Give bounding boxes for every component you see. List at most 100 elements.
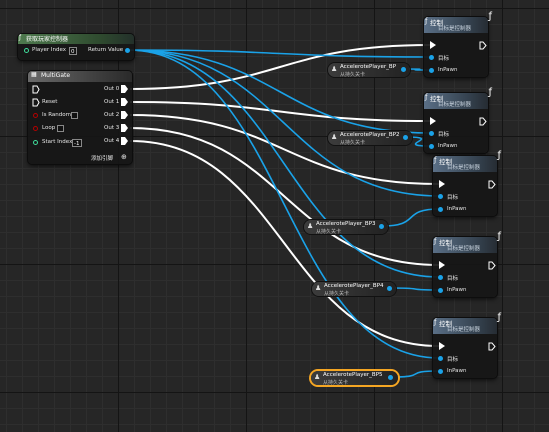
player-ref-node-4[interactable]: ♟ AccelerotePlayer_BP4 从持久关卡	[312, 282, 396, 297]
player-ref-label: AccelerotePlayer_BP2	[340, 132, 400, 138]
out-3-pin	[121, 124, 128, 132]
player-ref-node-2[interactable]: ♟ AccelerotePlayer_BP2 从持久关卡	[328, 131, 412, 146]
inpawn-pin[interactable]	[438, 288, 443, 293]
network-icon: ƒ	[497, 231, 501, 242]
player-ref-output-pin[interactable]	[401, 67, 406, 72]
is-random-checkbox[interactable]	[71, 112, 78, 119]
out-2-pin	[121, 111, 128, 119]
network-icon: ƒ	[497, 150, 501, 161]
node-header: ▦ MultiGate	[28, 71, 132, 82]
function-icon: ƒ	[425, 17, 428, 25]
plus-circle-icon[interactable]: ⊕	[121, 153, 127, 161]
reset-label: Reset	[42, 99, 58, 105]
exec-output-pin[interactable]	[488, 180, 496, 189]
player-ref-output-pin[interactable]	[387, 286, 392, 291]
player-ref-label: AccelerotePlayer_BP	[340, 64, 397, 70]
target-wire-2	[127, 49, 441, 197]
start-index-pin[interactable]	[33, 140, 38, 145]
inpawn-label: InPawn	[447, 287, 467, 293]
target-pin[interactable]	[438, 194, 443, 199]
exec-output-pin[interactable]	[488, 342, 496, 351]
reset-pin[interactable]	[32, 98, 40, 107]
loop-checkbox[interactable]	[57, 125, 64, 132]
exec-output-pin[interactable]	[479, 117, 487, 126]
exec-input-pin[interactable]	[430, 117, 436, 125]
actor-icon: ♟	[307, 222, 314, 230]
target-label: 目标	[447, 276, 459, 282]
actor-icon: ♟	[315, 284, 322, 292]
out-0-label: Out 0	[104, 86, 120, 92]
is-random-pin[interactable]	[33, 113, 38, 118]
exec-input-pin[interactable]	[32, 85, 40, 94]
inpawn-pin[interactable]	[438, 369, 443, 374]
target-pin[interactable]	[438, 356, 443, 361]
node-subtitle: 目标是控制器	[447, 165, 481, 171]
player-ref-output-pin[interactable]	[403, 135, 408, 140]
macro-icon: ▦	[31, 71, 37, 78]
exec-output-pin[interactable]	[488, 261, 496, 270]
target-pin[interactable]	[429, 131, 434, 136]
player-ref-sublabel: 从持久关卡	[323, 380, 349, 386]
player-ref-node-3[interactable]: ♟ AccelerotePlayer_BP3 从持久关卡	[304, 220, 388, 235]
network-icon: ƒ	[488, 11, 492, 22]
actor-icon: ♟	[331, 133, 338, 141]
exec-wire-3	[129, 127, 440, 266]
return-value-pin[interactable]	[125, 48, 130, 53]
player-ref-sublabel: 从持久关卡	[340, 72, 366, 78]
start-index-value[interactable]: -1	[72, 139, 82, 147]
exec-wire-1	[129, 101, 431, 122]
start-index-label: Start Index	[42, 139, 73, 145]
network-icon: ƒ	[488, 87, 492, 98]
exec-wire-4	[129, 140, 440, 347]
exec-input-pin[interactable]	[439, 180, 445, 188]
inpawn-label: InPawn	[438, 67, 458, 73]
node-title: MultiGate	[41, 72, 71, 79]
function-icon: ƒ	[434, 237, 437, 245]
player-ref-output-pin[interactable]	[379, 224, 384, 229]
multigate-node[interactable]: ▦ MultiGate Reset Is Random Loop Start I…	[28, 71, 132, 164]
target-pin[interactable]	[429, 55, 434, 60]
exec-input-pin[interactable]	[439, 342, 445, 350]
add-pin-label[interactable]: 添加引脚	[91, 156, 114, 162]
inpawn-pin[interactable]	[429, 144, 434, 149]
inpawn-label: InPawn	[438, 143, 458, 149]
player-index-pin[interactable]	[24, 48, 29, 53]
inpawn-pin[interactable]	[438, 207, 443, 212]
node-title: 控制	[439, 158, 452, 166]
function-icon: ƒ	[19, 34, 22, 41]
target-wire-4	[127, 49, 441, 359]
node-subtitle: 目标是控制器	[438, 26, 472, 32]
exec-input-pin[interactable]	[439, 261, 445, 269]
node-title: 控制	[439, 239, 452, 247]
get-player-controller-node[interactable]: ƒ 获取玩家控制器 Player Index 0 Return Value	[18, 34, 134, 60]
target-wire-0	[127, 49, 432, 58]
player-ref-node-5[interactable]: ♟ AccelerotePlayer_BP5 从持久关卡	[311, 371, 398, 386]
player-ref-node-1[interactable]: ♟ AccelerotePlayer_BP 从持久关卡	[328, 63, 410, 78]
target-label: 目标	[447, 195, 459, 201]
exec-input-pin[interactable]	[430, 41, 436, 49]
loop-pin[interactable]	[33, 126, 38, 131]
player-index-value[interactable]: 0	[69, 47, 77, 55]
player-ref-sublabel: 从持久关卡	[316, 229, 342, 235]
exec-output-pins[interactable]	[121, 85, 129, 155]
inpawn-wire-4	[390, 370, 441, 378]
inpawn-label: InPawn	[447, 368, 467, 374]
player-ref-output-pin[interactable]	[388, 375, 393, 380]
target-pin[interactable]	[438, 275, 443, 280]
out-0-pin	[121, 85, 128, 93]
function-icon: ƒ	[434, 156, 437, 164]
exec-output-pin[interactable]	[479, 41, 487, 50]
inpawn-pin[interactable]	[429, 68, 434, 73]
node-title: 获取玩家控制器	[26, 36, 69, 43]
